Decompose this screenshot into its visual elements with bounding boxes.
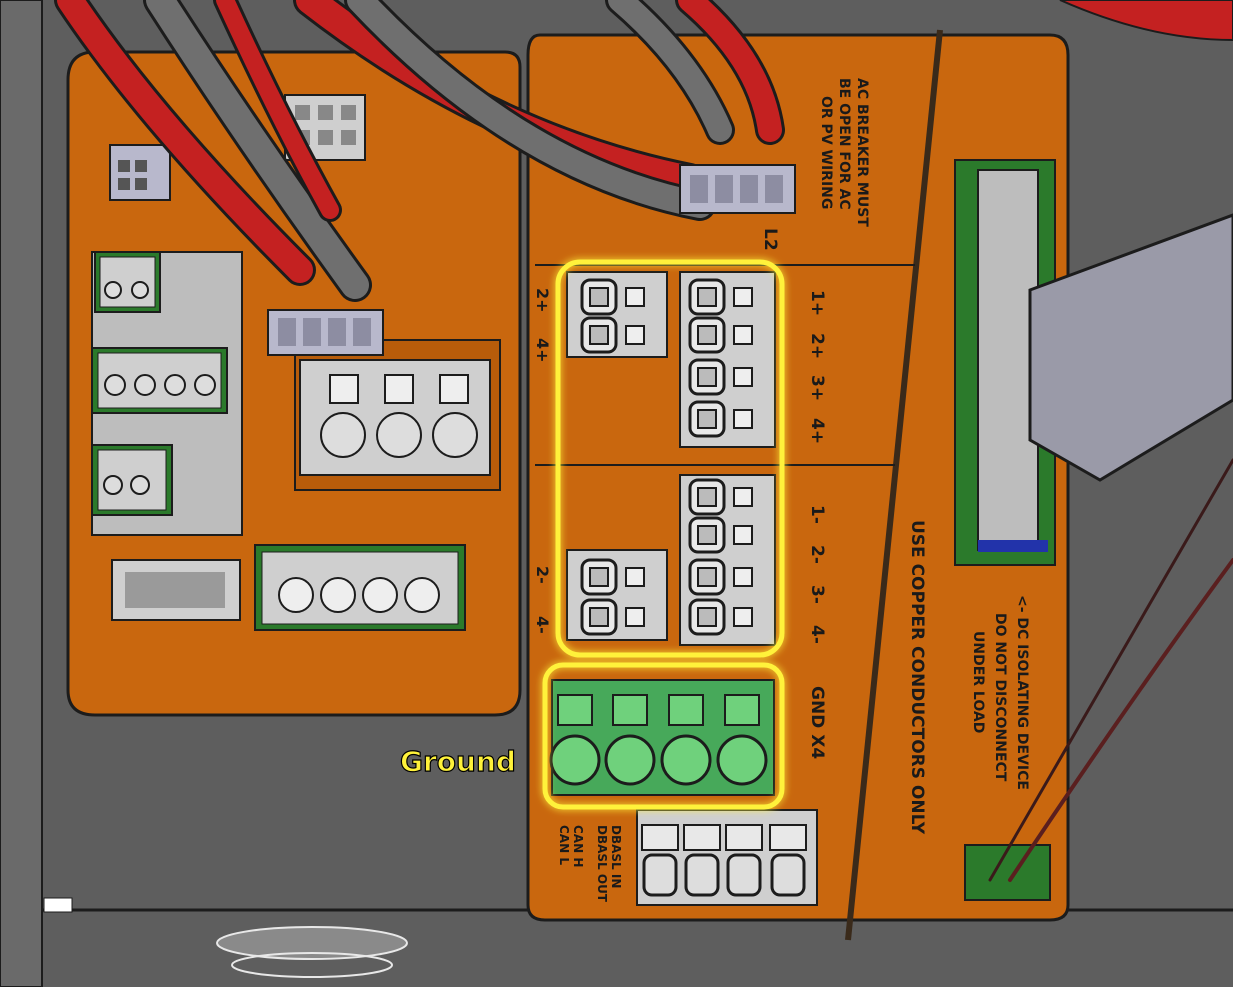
terminal-slot [688, 558, 753, 596]
comm-labels: DBASL IN DBASL OUT CAN H CAN L [557, 825, 623, 903]
ac-warning-line-3: OR PV WIRING [818, 96, 834, 209]
left-minus-top-label: 2- [533, 566, 552, 584]
left-minus-bottom-label: 4- [533, 616, 552, 634]
left-plus-bottom-label: 4+ [533, 338, 552, 363]
ground-terminal [716, 694, 768, 786]
ground-terminal [604, 694, 656, 786]
left-plus-top-label: 2+ [533, 288, 552, 313]
right-minus-labels: 1- 2- 3- 4- [807, 505, 827, 644]
board-divider-line [845, 29, 943, 941]
terminal-slot [580, 278, 645, 316]
ac-warning-line-2: BE OPEN FOR AC [836, 78, 852, 210]
minus-1-label: 1- [807, 505, 827, 524]
comm-terminal [683, 824, 721, 897]
minus-3-label: 3- [807, 585, 827, 604]
ground-terminal [549, 694, 601, 786]
wire-bundle [54, 0, 1233, 882]
terminal-slot [688, 516, 753, 554]
comm-label-dbasl-in: DBASL IN [609, 825, 623, 888]
ac-warning-label: AC BREAKER MUST BE OPEN FOR AC OR PV WIR… [818, 78, 870, 227]
terminal-slot [688, 316, 753, 354]
left-plug [267, 309, 384, 356]
comm-label-can-h: CAN H [571, 825, 585, 867]
plus-2-label: 2+ [807, 333, 827, 359]
bottom-right-connector [964, 844, 1051, 901]
enclosure-side-wall [0, 0, 43, 987]
right-side-device-inner [977, 169, 1039, 551]
knockout-hole-inner [231, 952, 393, 978]
comm-terminal-block [636, 809, 818, 906]
terminal-slot [688, 400, 753, 438]
right-cable-clamp [1028, 213, 1233, 482]
comm-label-can-l: CAN L [557, 825, 571, 865]
terminal-slot [688, 598, 753, 636]
left-connector-d [91, 347, 228, 414]
comm-label-dbasl-out: DBASL OUT [595, 825, 609, 903]
left-connector-c [94, 251, 161, 313]
left-connector-b [109, 144, 171, 201]
right-side-device-base [978, 540, 1048, 552]
terminal-slot [580, 598, 645, 636]
plus-1-label: 1+ [807, 290, 827, 316]
floor-tab [43, 897, 73, 913]
right-plus-labels: 1+ 2+ 3+ 4+ [807, 290, 827, 444]
terminal-slot [580, 558, 645, 596]
left-power-block [299, 359, 491, 476]
top-plug [679, 164, 796, 214]
copper-label: USE COPPER CONDUCTORS ONLY [907, 520, 927, 835]
dc-warning-line-3: UNDER LOAD [970, 631, 986, 733]
comm-terminal [725, 824, 763, 897]
plus-4-label: 4+ [807, 418, 827, 444]
l2-label: L2 [760, 228, 780, 251]
plus-3-label: 3+ [807, 375, 827, 401]
terminal-slots [580, 278, 753, 636]
minus-2-label: 2- [807, 545, 827, 564]
comm-terminal [641, 824, 679, 897]
pv-terminals-highlight [555, 259, 785, 658]
terminal-slot [688, 478, 753, 516]
left-connector-f [111, 559, 241, 621]
ground-callout-label: Ground [400, 745, 516, 778]
left-connector-e [91, 444, 173, 516]
dc-warning-label: <- DC ISOLATING DEVICE DO NOT DISCONNECT… [970, 595, 1030, 790]
gnd-label: GND X4 [807, 686, 827, 759]
dc-warning-line-1: <- DC ISOLATING DEVICE [1014, 595, 1030, 790]
ac-warning-line-1: AC BREAKER MUST [854, 78, 870, 227]
comm-terminal [769, 824, 807, 897]
ground-terminal-block [549, 679, 775, 796]
left-outlet-block [254, 544, 466, 631]
ground-terminal [660, 694, 712, 786]
knockout-hole [216, 926, 408, 960]
minus-4-label: 4- [807, 625, 827, 644]
terminal-slot [688, 358, 753, 396]
terminal-slot [688, 278, 753, 316]
ground-terminals-highlight [542, 662, 785, 810]
dc-warning-line-2: DO NOT DISCONNECT [992, 613, 1008, 782]
terminal-slot [580, 316, 645, 354]
